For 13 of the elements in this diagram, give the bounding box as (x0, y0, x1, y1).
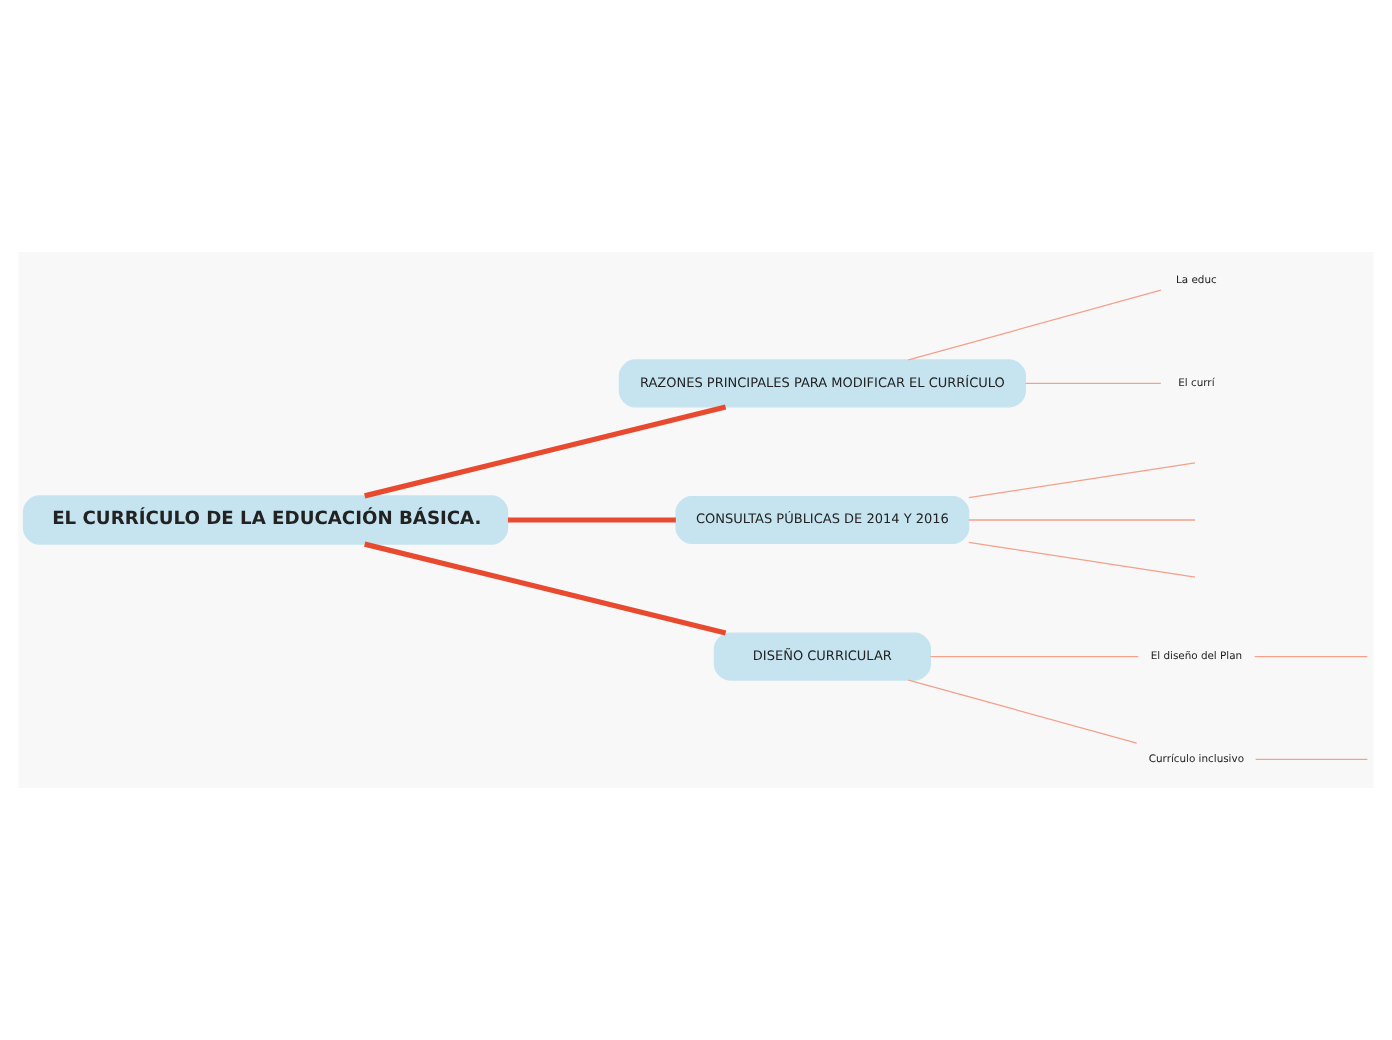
connector (929, 655, 1139, 658)
connector (1025, 382, 1162, 385)
connector (968, 541, 1196, 578)
connector (968, 519, 1196, 521)
connector (364, 404, 727, 499)
connector (968, 462, 1196, 499)
connector (907, 289, 1162, 361)
connector (507, 517, 676, 523)
connector (364, 541, 727, 636)
connector (1254, 655, 1368, 658)
connector (1255, 758, 1368, 761)
connector (907, 679, 1138, 744)
node-box: EL CURRÍCULO DE LA EDUCACIÓN BÁSICA. (22, 495, 509, 545)
